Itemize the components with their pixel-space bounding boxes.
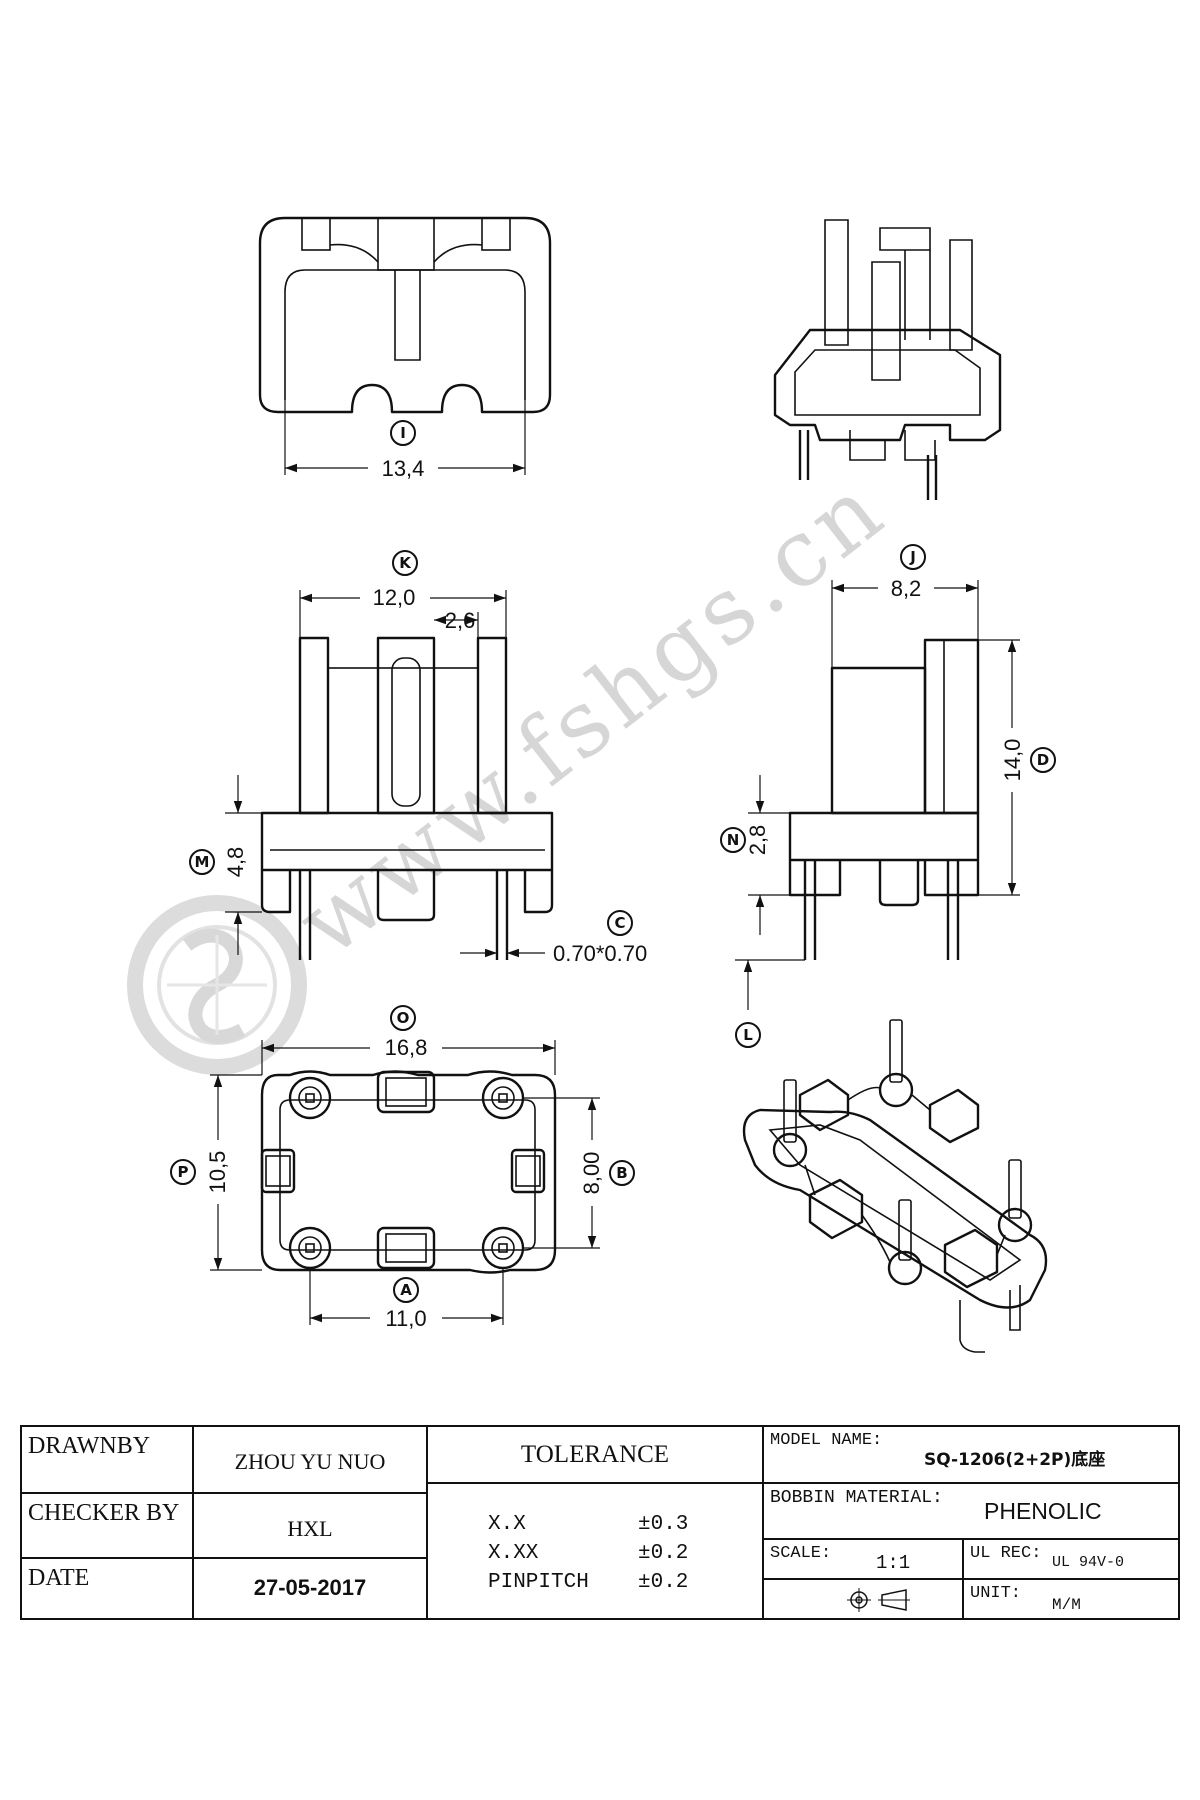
model-label: MODEL NAME: bbox=[770, 1431, 883, 1450]
svg-text:L: L bbox=[743, 1026, 753, 1044]
tag-o: O bbox=[390, 1005, 416, 1031]
front-view: 12,0 K 2,6 4,8 M 0.70*0.70 C bbox=[189, 550, 647, 966]
svg-text:I: I bbox=[400, 424, 406, 442]
scale-value: 1:1 bbox=[876, 1552, 911, 1574]
checker-label-cell: CHECKER BY bbox=[22, 1492, 192, 1557]
front-view-height: 4,8 bbox=[223, 847, 248, 878]
material-label: BOBBIN MATERIAL: bbox=[770, 1488, 943, 1508]
checker-label: CHECKER BY bbox=[28, 1500, 180, 1526]
ul-value: UL 94V-0 bbox=[1052, 1554, 1125, 1571]
side-view-width: 8,2 bbox=[891, 576, 922, 601]
tag-b: B bbox=[609, 1160, 635, 1186]
isometric-view-lower bbox=[742, 1019, 1048, 1353]
material-cell: BOBBIN MATERIAL: PHENOLIC bbox=[762, 1482, 1178, 1538]
tag-m: M bbox=[189, 849, 215, 875]
tag-l: L bbox=[735, 1022, 761, 1048]
tag-c: C bbox=[607, 910, 633, 936]
tag-n: N bbox=[720, 827, 746, 853]
tag-a: A bbox=[393, 1277, 419, 1303]
tag-j: J bbox=[900, 544, 926, 570]
svg-text:K: K bbox=[399, 554, 412, 572]
tolerance-table: X.X±0.3 X.XX±0.2 PINPITCH±0.2 bbox=[426, 1482, 762, 1618]
top-view: 13,4 I bbox=[258, 216, 552, 481]
projection-cell bbox=[762, 1578, 962, 1618]
tag-p: P bbox=[170, 1159, 196, 1185]
scale-cell: SCALE: 1:1 bbox=[762, 1538, 962, 1578]
watermark-logo bbox=[127, 895, 307, 1075]
side-view: 8,2 J 14,0 D 2,8 N L bbox=[720, 544, 1056, 1048]
checker-value: HXL bbox=[287, 1516, 333, 1541]
bottom-view-pin-spacing: 11,0 bbox=[385, 1306, 426, 1331]
drawn-by-label-cell: DRAWNBY bbox=[22, 1427, 192, 1492]
drawn-by-label: DRAWNBY bbox=[28, 1433, 151, 1459]
tolerance-label: TOLERANCE bbox=[520, 1441, 670, 1468]
svg-text:M: M bbox=[195, 853, 210, 871]
ul-label: UL REC: bbox=[970, 1544, 1042, 1563]
top-view-dimension: 13,4 bbox=[382, 456, 425, 481]
drawn-by-value: ZHOU YU NUO bbox=[234, 1449, 386, 1474]
svg-text:B: B bbox=[616, 1164, 627, 1182]
isometric-view-upper bbox=[773, 219, 1002, 500]
watermark: www.fshgs.cn bbox=[127, 454, 906, 1075]
bottom-view-height: 10,5 bbox=[205, 1151, 230, 1194]
tag-d: D bbox=[1030, 747, 1056, 773]
unit-cell: UNIT: M/M bbox=[962, 1578, 1178, 1618]
front-view-pin-size: 0.70*0.70 bbox=[553, 941, 647, 966]
tag-i: I bbox=[390, 420, 416, 446]
material-value: PHENOLIC bbox=[984, 1498, 1102, 1524]
technical-drawing: www.fshgs.cn 13,4 I bbox=[127, 216, 1056, 1353]
model-value: SQ-1206(2+2P)底座 bbox=[924, 1450, 1106, 1470]
front-view-width: 12,0 bbox=[373, 585, 416, 610]
title-block: DRAWNBY CHECKER BY DATE ZHOU YU NUO HXL … bbox=[20, 1425, 1180, 1620]
tolerance-header-cell: TOLERANCE bbox=[426, 1427, 762, 1482]
date-label: DATE bbox=[28, 1565, 90, 1591]
svg-text:A: A bbox=[400, 1281, 412, 1299]
svg-text:J: J bbox=[909, 548, 916, 566]
model-cell: MODEL NAME: SQ-1206(2+2P)底座 bbox=[762, 1427, 1178, 1482]
side-view-height: 14,0 bbox=[1000, 739, 1025, 782]
svg-text:D: D bbox=[1037, 751, 1049, 769]
date-value: 27-05-2017 bbox=[253, 1575, 367, 1600]
unit-label: UNIT: bbox=[970, 1584, 1022, 1603]
bottom-view: 16,8 O 10,5 P 8,00 B 11,0 A bbox=[170, 1005, 635, 1331]
side-view-base: 2,8 bbox=[745, 825, 770, 856]
date-cell: 27-05-2017 bbox=[192, 1557, 426, 1618]
tolerance-row-3: PINPITCH±0.2 bbox=[488, 1571, 689, 1594]
front-view-pitch: 2,6 bbox=[445, 608, 476, 633]
bottom-view-width: 16,8 bbox=[385, 1035, 428, 1060]
checker-cell: HXL bbox=[192, 1492, 426, 1557]
tag-k: K bbox=[392, 550, 418, 576]
svg-text:P: P bbox=[178, 1163, 189, 1181]
projection-symbol-icon bbox=[847, 1588, 910, 1612]
date-label-cell: DATE bbox=[22, 1557, 192, 1618]
svg-text:C: C bbox=[614, 914, 625, 932]
svg-text:N: N bbox=[727, 831, 740, 849]
bottom-view-row-spacing: 8,00 bbox=[579, 1152, 604, 1195]
watermark-text: www.fshgs.cn bbox=[278, 454, 906, 977]
svg-text:O: O bbox=[397, 1009, 410, 1027]
ul-cell: UL REC: UL 94V-0 bbox=[962, 1538, 1178, 1578]
drawn-by-cell: ZHOU YU NUO bbox=[192, 1427, 426, 1492]
unit-value: M/M bbox=[1052, 1596, 1081, 1614]
scale-label: SCALE: bbox=[770, 1544, 832, 1563]
tolerance-row-1: X.X±0.3 bbox=[488, 1513, 689, 1536]
tolerance-row-2: X.XX±0.2 bbox=[488, 1542, 689, 1565]
